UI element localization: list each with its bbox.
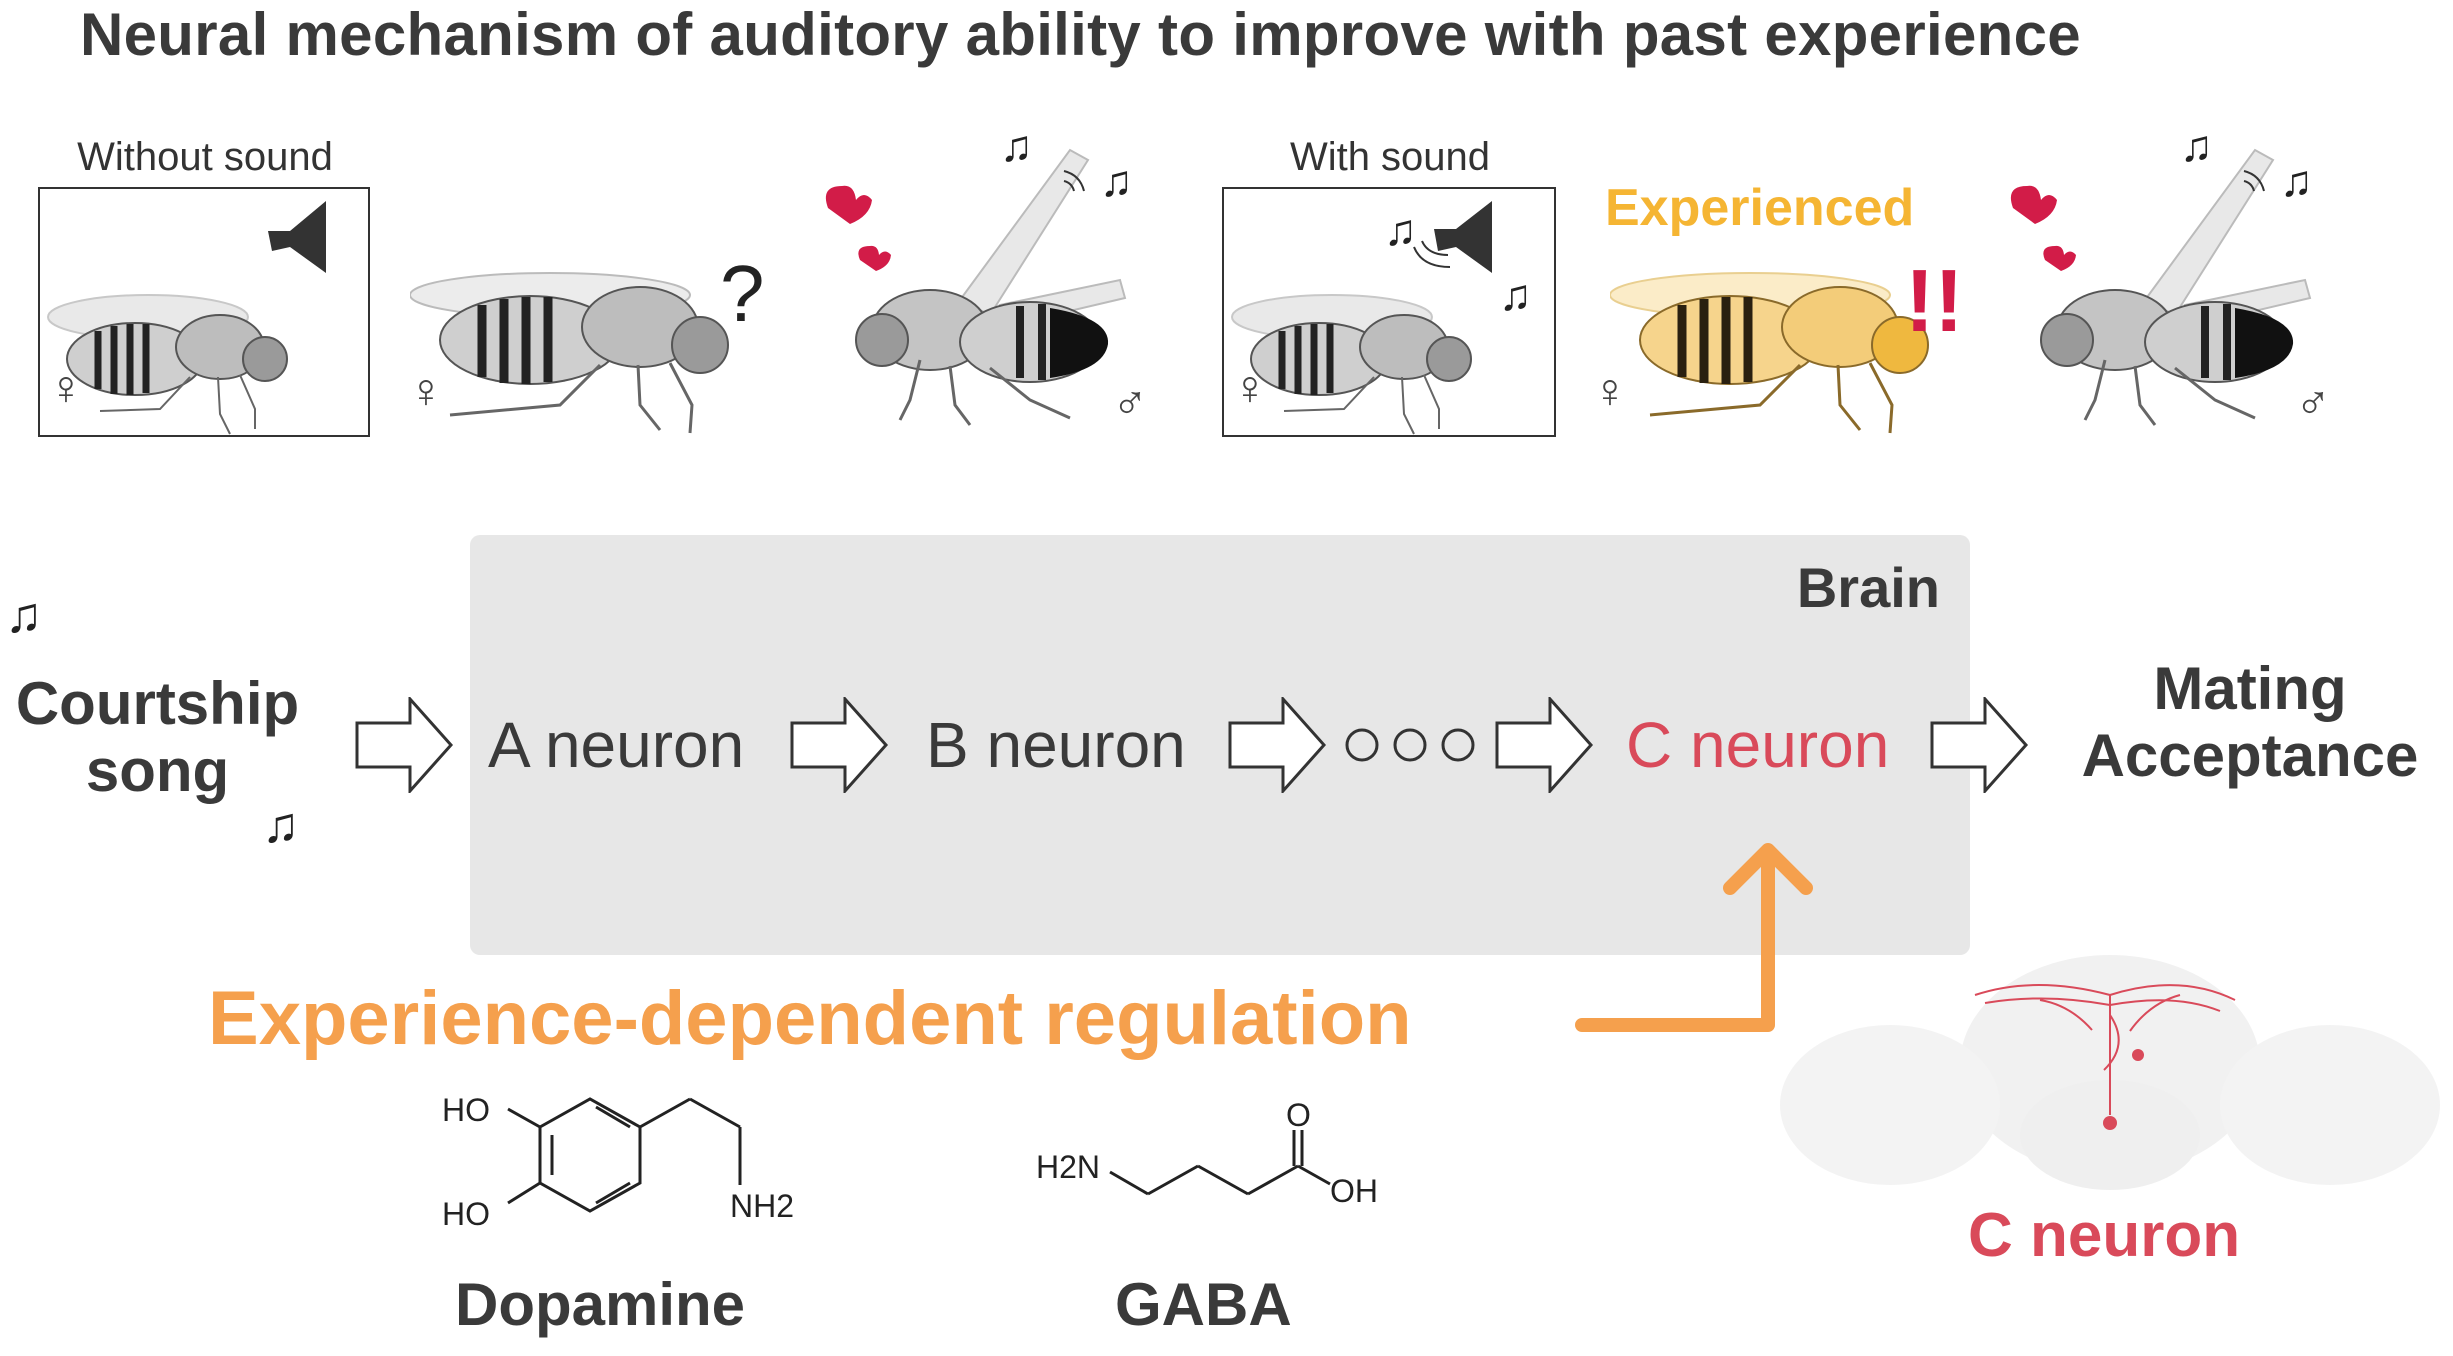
- output-mating-acceptance: Mating Acceptance: [2050, 655, 2450, 789]
- regulation-arrow: [1575, 843, 1813, 1032]
- music-note-3: ♫: [1384, 206, 1417, 255]
- gaba-name: GABA: [1115, 1271, 1292, 1338]
- dopamine-structure: HO HO NH2: [442, 1092, 794, 1232]
- dopamine-name: Dopamine: [455, 1271, 746, 1338]
- input-courtship-song: Courtship song: [0, 670, 315, 804]
- female-fly-chamber-icon: [1231, 294, 1472, 435]
- brain-label: Brain: [1796, 556, 1940, 619]
- music-note-1: ♫: [1000, 122, 1033, 171]
- experienced-female-fly-icon: [1610, 272, 1929, 434]
- male-symbol-2: ♂: [2295, 377, 2331, 430]
- music-note-8: ♫: [262, 797, 300, 853]
- female-symbol-2: ♀: [408, 365, 444, 418]
- female-fly-icon: [47, 294, 288, 435]
- gaba-structure: H2N O OH: [1036, 1100, 1378, 1209]
- question-mark: ?: [720, 249, 765, 338]
- node-a-neuron: A neuron: [488, 709, 745, 781]
- atom-o: O: [1286, 1100, 1311, 1133]
- female-fly-large-icon: [410, 272, 729, 434]
- male-fly-icon-2: [2010, 148, 2312, 426]
- input-line-1: Courtship: [15, 670, 300, 737]
- without-sound-chamber: [38, 187, 370, 437]
- speaker-icon: [268, 201, 326, 273]
- female-symbol-1: ♀: [48, 362, 84, 415]
- without-sound-label: Without sound: [77, 135, 333, 179]
- music-note-2: ♫: [1100, 157, 1133, 206]
- speaker-playing-icon: [1413, 201, 1492, 273]
- atom-ho-top: HO: [442, 1092, 490, 1128]
- exclamation-marks: !!: [1905, 251, 1964, 350]
- female-symbol-4: ♀: [1592, 365, 1628, 418]
- atom-h2n: H2N: [1036, 1149, 1100, 1185]
- arrow-right-3: [1228, 697, 1327, 793]
- arrow-right-1: [355, 697, 454, 793]
- arrow-right-2: [790, 697, 889, 793]
- music-note-6: ♫: [2280, 157, 2313, 206]
- sound-wave-icon-2: [2243, 170, 2265, 192]
- regulation-label: Experience-dependent regulation: [208, 976, 1412, 1061]
- male-fly-icon-1: [825, 148, 1127, 426]
- arrow-right-4: [1495, 697, 1594, 793]
- node-c-neuron: C neuron: [1626, 709, 1890, 781]
- atom-nh2: NH2: [730, 1188, 794, 1224]
- arrow-right-5: [1930, 697, 2029, 793]
- input-line-2: song: [85, 737, 230, 805]
- experienced-label: Experienced: [1605, 179, 1915, 237]
- figure-title: Neural mechanism of auditory ability to …: [80, 1, 2081, 68]
- music-note-7: ♫: [5, 587, 43, 643]
- music-note-5: ♫: [2180, 122, 2213, 171]
- with-sound-chamber: ♫ ♫: [1222, 187, 1556, 437]
- atom-oh: OH: [1330, 1173, 1378, 1209]
- atom-ho-bottom: HO: [442, 1196, 490, 1232]
- c-neuron-image-caption: C neuron: [1968, 1201, 2241, 1270]
- with-sound-label: With sound: [1289, 135, 1491, 179]
- brain-region-box: Brain: [470, 535, 1970, 955]
- node-b-neuron: B neuron: [926, 709, 1186, 781]
- male-symbol-1: ♂: [1112, 377, 1148, 430]
- ellipsis-circles-icon: [1345, 728, 1475, 762]
- output-line-1: Mating: [2153, 655, 2347, 722]
- output-line-2: Acceptance: [2081, 722, 2419, 790]
- female-symbol-3: ♀: [1232, 362, 1268, 415]
- sound-wave-icon-1: [1063, 170, 1085, 192]
- music-note-4: ♫: [1499, 271, 1532, 320]
- c-neuron-brain-image: [1780, 955, 2440, 1190]
